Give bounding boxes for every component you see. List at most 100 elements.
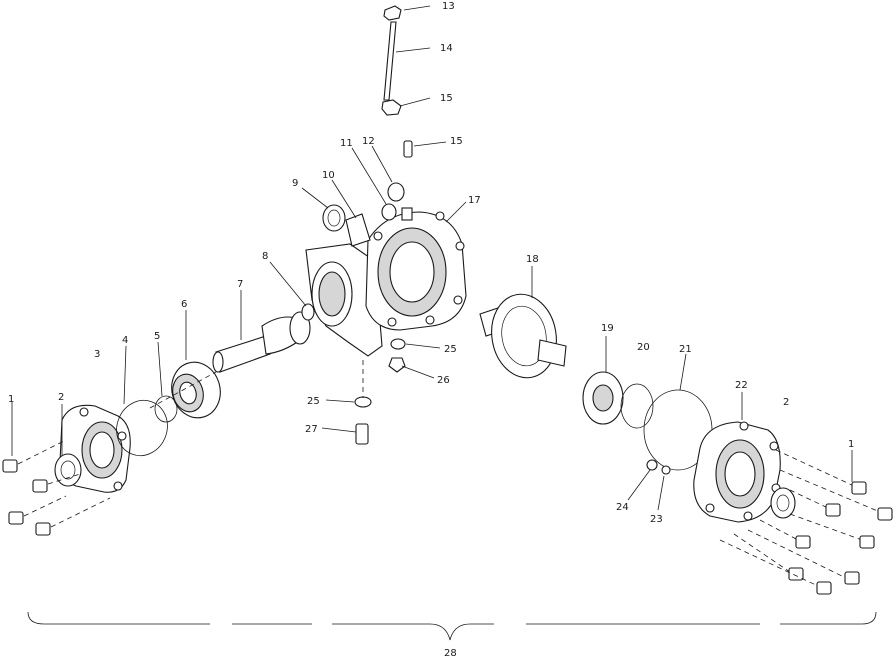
outer-seal-inner (327, 209, 341, 227)
leader-14 (395, 47, 431, 53)
bolt-axis (789, 513, 863, 541)
housing-bolt-boss (387, 317, 397, 327)
callout-23: 23 (650, 514, 663, 525)
leader-23 (657, 475, 665, 511)
leader-4 (123, 345, 127, 405)
callout-8: 8 (262, 251, 268, 262)
bolt-axis (775, 449, 855, 487)
left-oil-seal-inner (60, 460, 76, 480)
left-bearing-bore (179, 381, 197, 405)
input-shaft-splines (215, 335, 271, 373)
right-bolt-set (719, 449, 893, 595)
bolt-axis (50, 497, 111, 528)
callout-15b: 15 (450, 136, 463, 147)
callout-1: 1 (8, 394, 14, 405)
callout-2: 2 (58, 392, 64, 403)
right-cover-bolt-hole (743, 511, 753, 521)
leader-25b (325, 399, 355, 403)
left-cover-bore-inner (89, 431, 115, 469)
dowel-washer (661, 465, 671, 475)
right-cover-bolt-hole (769, 441, 779, 451)
callout-24: 24 (616, 502, 629, 513)
leader-12 (371, 145, 393, 183)
callout-26: 26 (437, 375, 450, 386)
callout-18: 18 (526, 254, 539, 265)
upper-seal-group (322, 182, 405, 247)
callout-21: 21 (679, 344, 692, 355)
bolt-head (825, 503, 841, 517)
right-bearing-bore (592, 384, 614, 412)
callout-4: 4 (122, 335, 128, 346)
bolt-head (795, 535, 811, 549)
breather-fitting (403, 140, 413, 158)
bolt-head (2, 459, 18, 473)
bolt-head (877, 507, 893, 521)
bolt-axis (733, 533, 791, 573)
left-cover-group (2, 361, 221, 536)
right-cover-bolt-hole (739, 421, 749, 431)
left-snap-ring (154, 395, 178, 423)
leader-27 (321, 427, 357, 433)
bolt-head (851, 481, 867, 495)
callout-11: 11 (340, 138, 353, 149)
leader-9 (301, 187, 329, 209)
leader-15a (399, 97, 431, 107)
bolt-axis (789, 489, 829, 509)
housing-cavity-inner (389, 241, 435, 303)
bolt-axis (47, 473, 81, 485)
needle-bearing (345, 213, 371, 247)
right-oil-seal (770, 487, 796, 519)
callout-19: 19 (601, 323, 614, 334)
leader-25a (405, 343, 441, 349)
ring-gear-flange (491, 293, 557, 379)
input-shaft-flange (289, 311, 311, 345)
callout-3: 3 (94, 349, 100, 360)
bolt-axis (759, 519, 799, 541)
left-cover-bolt-hole (79, 407, 89, 417)
bolt-head (844, 571, 860, 585)
gear-case-housing (305, 207, 467, 357)
bolt-axis (23, 495, 67, 517)
bolt-head (35, 522, 51, 536)
right-cover-group (582, 371, 893, 595)
bolt-head (816, 581, 832, 595)
fill-plug (388, 357, 406, 373)
callout-12: 12 (362, 136, 375, 147)
leader-13 (403, 5, 431, 11)
callout-28: 28 (444, 648, 457, 658)
housing-bolt-boss (425, 315, 435, 325)
right-oil-seal-inner (776, 494, 790, 512)
housing-breather-port (401, 207, 413, 221)
housing-bolt-boss (435, 211, 445, 221)
housing-bolt-boss (455, 241, 465, 251)
right-o-ring-small (620, 383, 654, 429)
dowel-pin (646, 459, 658, 471)
bolt-axis (779, 469, 881, 513)
hose-clamp-bottom (381, 99, 402, 116)
callout-22: 22 (735, 380, 748, 391)
hose-clamp-top (383, 5, 402, 21)
leader-15b (413, 141, 447, 147)
leader-26 (401, 365, 435, 379)
bolt-axis (719, 539, 819, 587)
callout-10: 10 (322, 170, 335, 181)
right-cover-bolt-hole (705, 503, 715, 513)
callout-25: 25 (444, 344, 457, 355)
leader-5 (157, 341, 163, 397)
callout-27: 27 (305, 424, 318, 435)
callout-9: 9 (292, 178, 298, 189)
left-bolt-set (2, 439, 111, 536)
housing-bolt-boss (373, 231, 383, 241)
sealing-washer-lower (354, 396, 372, 408)
assembly-bracket (27, 611, 877, 641)
bolt-head (788, 567, 804, 581)
bolt-axis (747, 529, 847, 579)
callout-6: 6 (181, 299, 187, 310)
leader-24 (627, 469, 651, 501)
leader-8 (269, 261, 307, 307)
right-cover-bore-inner (724, 451, 756, 497)
breather-hose (383, 21, 397, 101)
bolt-head (859, 535, 875, 549)
